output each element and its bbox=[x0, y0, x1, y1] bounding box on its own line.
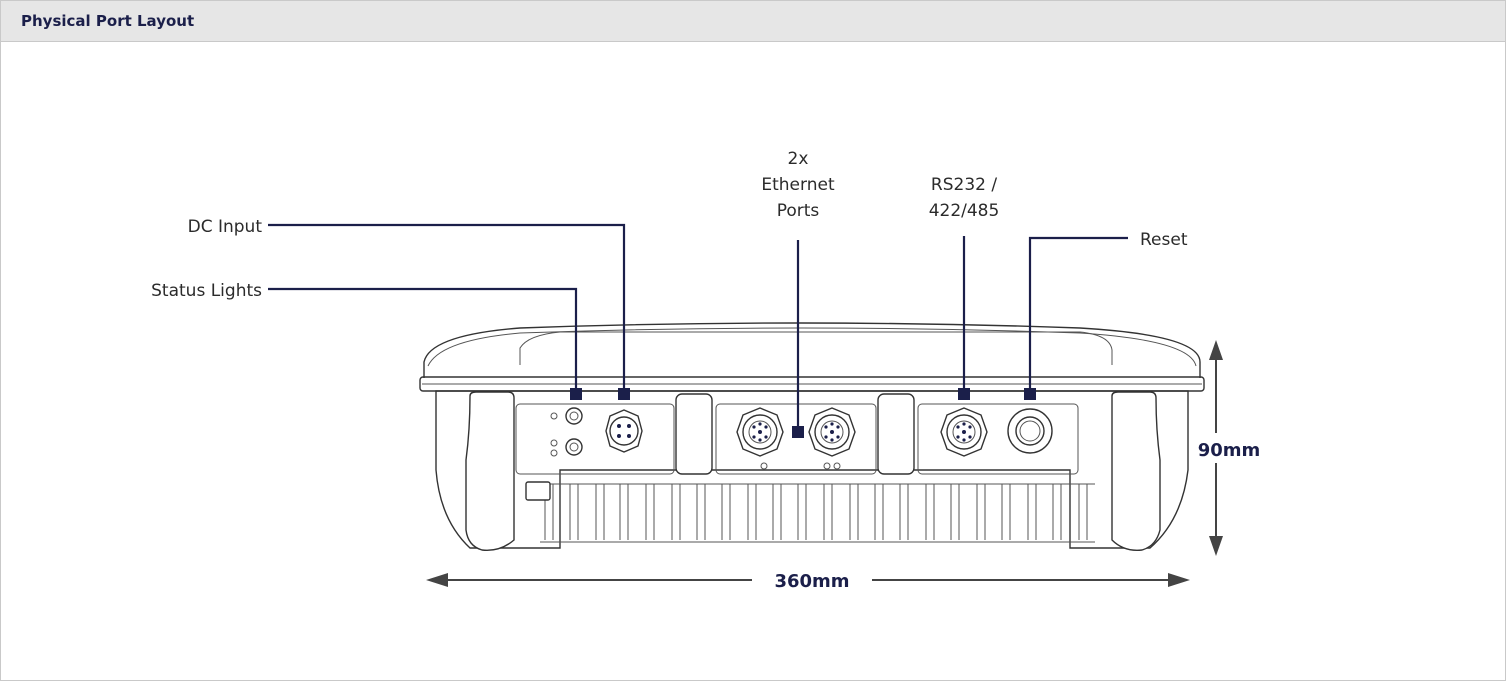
panel-title: Physical Port Layout bbox=[21, 12, 195, 30]
callout-ethernet-line3: Ports bbox=[777, 201, 820, 221]
callout-ethernet-line2: Ethernet bbox=[761, 175, 835, 195]
callout-serial-line1: RS232 / bbox=[931, 175, 997, 195]
device-illustration bbox=[419, 322, 1205, 551]
height-dimension: 90mm bbox=[1198, 440, 1261, 461]
width-dimension: 360mm bbox=[774, 571, 849, 592]
serial-port-connector bbox=[940, 407, 988, 457]
ethernet-port-1 bbox=[736, 407, 784, 457]
status-lights bbox=[550, 407, 583, 457]
width-dimension-arrow bbox=[426, 573, 1190, 587]
callout-dc-input: DC Input bbox=[188, 217, 263, 237]
reset-button-hardware bbox=[1007, 408, 1053, 454]
callout-status-lights: Status Lights bbox=[151, 281, 262, 301]
heat-sink-fins bbox=[525, 481, 1095, 543]
callout-reset: Reset bbox=[1140, 230, 1188, 250]
callout-ethernet-line1: 2x bbox=[788, 149, 809, 169]
ethernet-port-2 bbox=[808, 407, 856, 457]
dc-input-connector bbox=[605, 409, 643, 453]
callout-leaders bbox=[268, 223, 1128, 438]
panel-header: Physical Port Layout bbox=[1, 1, 1505, 42]
callout-serial-line2: 422/485 bbox=[929, 201, 1000, 221]
